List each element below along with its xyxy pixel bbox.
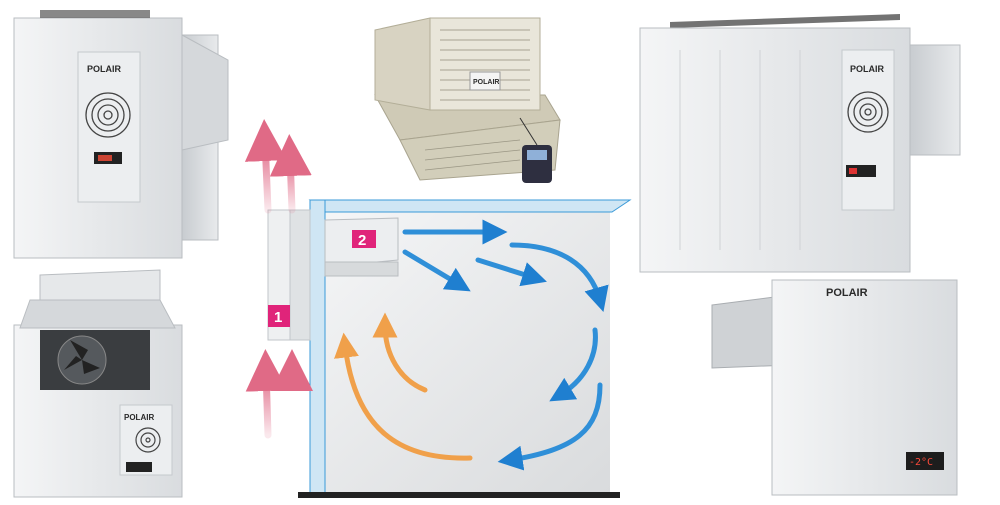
fan-grille-icon — [85, 92, 131, 138]
room-floor — [298, 492, 620, 498]
unit-bottom-left: POLAIR — [13, 269, 183, 498]
unit-top-right: POLAIR — [639, 14, 961, 273]
label-condenser: 1 — [274, 309, 282, 326]
condenser-fan-icon — [40, 330, 150, 390]
room-wall — [308, 199, 632, 213]
label-evaporator: 2 — [358, 232, 366, 249]
controller-panel — [126, 462, 152, 472]
hot-air-arrows — [244, 119, 313, 439]
display-readout: -2°C — [909, 457, 933, 468]
fan-grille-icon — [135, 427, 161, 453]
unit-bottom-right: POLAIR -2°C — [711, 279, 958, 496]
cold-room-diagram: 2 1 — [244, 119, 632, 498]
unit-top-center: POLAIR — [374, 17, 561, 183]
controller-display — [906, 452, 944, 470]
warm-return-arrows — [334, 312, 473, 461]
unit-top-left-brand: POLAIR — [87, 64, 122, 74]
unit-bottom-left-brand: POLAIR — [124, 413, 154, 422]
room-wall — [309, 199, 326, 497]
unit-top-left: POLAIR — [13, 10, 229, 259]
cold-air-arrows — [402, 219, 609, 471]
unit-top-center-brand: POLAIR — [473, 79, 499, 86]
unit-bottom-right-brand: POLAIR — [826, 287, 868, 299]
fan-grille-icon — [847, 91, 889, 133]
unit-top-right-brand: POLAIR — [850, 64, 885, 74]
